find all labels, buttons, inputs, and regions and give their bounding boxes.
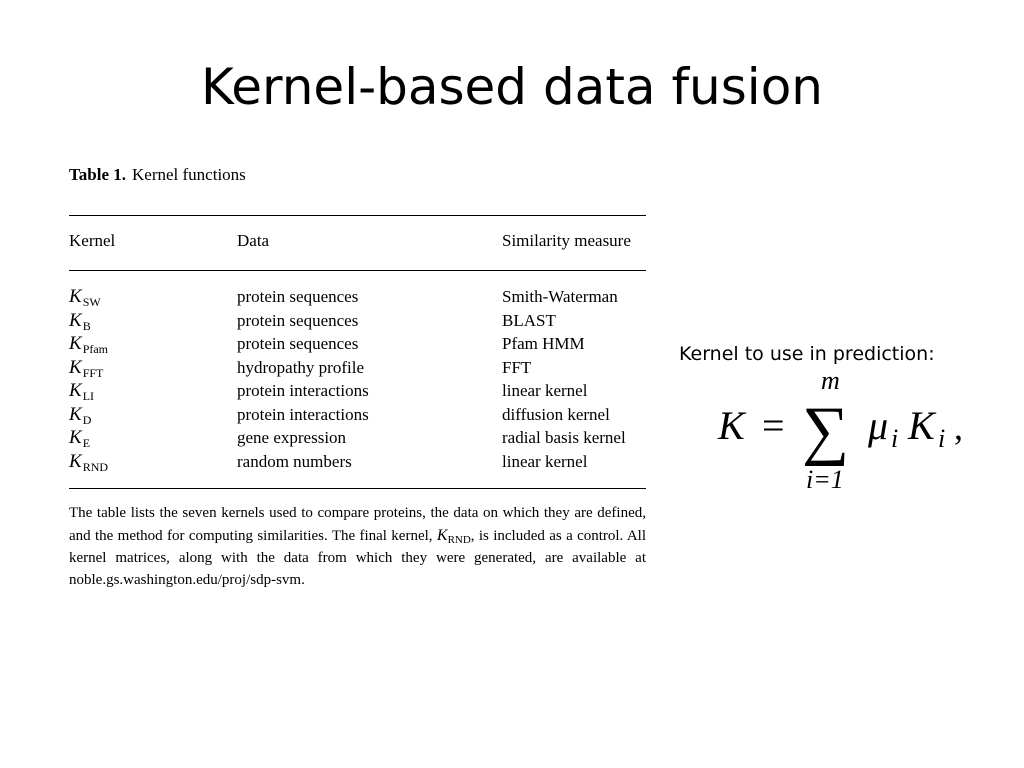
measure-cell: BLAST (502, 310, 556, 330)
table-caption-text: Kernel functions (132, 165, 246, 184)
formula-sum-sign: ∑ (802, 394, 849, 467)
slide-title: Kernel-based data fusion (201, 58, 823, 116)
formula-coefficient-subscript: i (891, 424, 898, 453)
formula-lhs: K (717, 403, 747, 448)
measure-cell: diffusion kernel (502, 404, 610, 424)
data-cell: protein interactions (237, 381, 369, 400)
header-similarity-measure: Similarity measure (502, 231, 631, 250)
table-row: KE gene expression radial basis kernel (69, 426, 646, 450)
measure-cell: Smith-Waterman (502, 287, 618, 306)
formula-upper-limit: m (821, 366, 840, 395)
kernel-cell: KE (69, 427, 91, 450)
data-cell: random numbers (237, 451, 352, 471)
table-row: KRND random numbers linear kernel (69, 450, 646, 474)
kernel-table: Table 1. Kernel functions Kernel Data Sim… (69, 164, 646, 588)
data-cell: protein sequences (237, 287, 359, 306)
kernel-cell: KRND (69, 450, 109, 474)
table-footnote: The table lists the seven kernels used t… (69, 505, 646, 588)
header-kernel: Kernel (69, 231, 116, 250)
data-cell: protein interactions (237, 404, 369, 424)
prediction-kernel-label: Kernel to use in prediction: (679, 343, 935, 365)
table-row: KSW protein sequences Smith-Waterman (69, 285, 646, 309)
data-cell: protein sequences (237, 334, 359, 353)
measure-cell: radial basis kernel (502, 428, 626, 447)
formula-trailing-comma: , (954, 407, 963, 447)
formula-coefficient: μ (867, 403, 888, 448)
table-row: KD protein interactions diffusion kernel (69, 403, 646, 427)
table-caption-label: Table 1. (69, 165, 127, 184)
data-cell: hydropathy profile (237, 357, 364, 377)
data-cell: protein sequences (237, 310, 359, 330)
kernel-cell: KLI (69, 380, 95, 403)
kernel-cell: KFFT (69, 356, 104, 380)
kernel-cell: KD (69, 403, 92, 427)
kernel-cell: KPfam (69, 333, 109, 356)
table-row: KFFT hydropathy profile FFT (69, 356, 646, 380)
formula-term: K (907, 403, 937, 448)
formula-equals: = (762, 403, 785, 448)
measure-cell: FFT (502, 357, 532, 377)
measure-cell: linear kernel (502, 451, 588, 471)
kernel-sum-formula: m K = ∑ μ i K i , i=1 (717, 366, 963, 494)
table-row: KLI protein interactions linear kernel (69, 379, 646, 403)
table-bottom-rule (69, 488, 646, 489)
measure-cell: linear kernel (502, 381, 588, 400)
kernel-cell: KSW (69, 286, 101, 309)
table-row: KPfam protein sequences Pfam HMM (69, 332, 646, 356)
table-caption: Table 1. Kernel functions (69, 164, 646, 186)
kernel-cell: KB (69, 309, 91, 333)
header-data: Data (237, 231, 270, 250)
table-row: KB protein sequences BLAST (69, 309, 646, 333)
measure-cell: Pfam HMM (502, 334, 585, 353)
formula-lower-limit: i=1 (806, 465, 844, 494)
table-top-rule (69, 215, 646, 216)
table-header-rule (69, 270, 646, 271)
data-cell: gene expression (237, 428, 347, 447)
formula-term-subscript: i (938, 424, 945, 453)
